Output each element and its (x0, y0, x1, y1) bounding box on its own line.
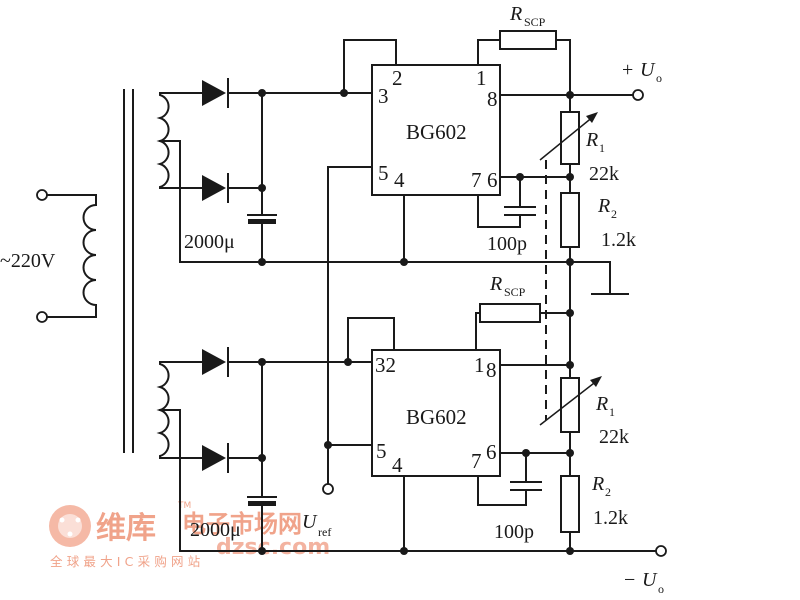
ic-2-pin2-loop (347, 317, 395, 363)
ic-2-pin32: 32 (375, 353, 396, 377)
r2-1-resistor-icon (560, 192, 580, 248)
ic-1-body (371, 64, 501, 196)
r1-1-label: R (585, 129, 598, 151)
primary-lead-top (46, 194, 97, 206)
source-label: ~220V (0, 250, 56, 272)
regulator-2: BG602 32 1 8 5 4 7 6 R SCP R 1 22k (261, 273, 629, 552)
ac-input: ~220V (0, 189, 98, 323)
r1-2-label: R (595, 393, 608, 415)
watermark-tm: TM (177, 501, 191, 511)
rscp-2-resistor-icon (479, 303, 541, 323)
ic-1-pin6: 6 (487, 168, 498, 192)
r2-2-label: R (591, 473, 604, 495)
output-neg-sign: − (624, 569, 635, 591)
watermark-slogan: 全球最大IC采购网站 (50, 554, 204, 569)
diode-1a-icon (177, 78, 263, 108)
r2-1-label: R (597, 195, 610, 217)
uref-terminal (322, 483, 334, 495)
filter-capacitor-1-label: 2000μ (184, 231, 235, 253)
ic-1-pin2-loop (343, 39, 397, 94)
r1-1-value: 22k (589, 163, 619, 185)
ic-2-pin4: 4 (392, 453, 403, 477)
output-neg-terminal (655, 545, 667, 557)
r2-2-value: 1.2k (593, 507, 628, 529)
center-tap-1 (159, 140, 181, 263)
secondary-coil-2 (156, 361, 181, 552)
ac-terminal-top (36, 189, 48, 201)
rscp-2-label: R (489, 273, 502, 295)
output-pos-label: U (640, 59, 656, 81)
watermark-brand: 维库 (96, 511, 156, 546)
uref-wire (327, 166, 373, 485)
common-rail-upper (179, 261, 611, 293)
diode-2b-icon (177, 443, 263, 473)
cap-100p-2-label: 100p (494, 521, 534, 543)
rscp-1-resistor-icon (499, 30, 557, 50)
output-neg-label: U (642, 569, 658, 591)
center-tap-2 (159, 409, 181, 552)
diode-1b-icon (177, 173, 263, 203)
regulator-1: BG602 3 2 1 8 5 4 7 6 R SCP + U o R 1 22… (261, 3, 662, 311)
watermark-logo-icon (49, 505, 91, 547)
ic-1-pin1: 1 (476, 66, 487, 90)
watermark: 维库 电子市场网 dzsc.com 全球最大IC采购网站 TM (49, 501, 330, 569)
watermark-site: 电子市场网 (182, 510, 302, 538)
r1-2-variable-resistor-icon (560, 377, 580, 433)
ic-1-pin2: 2 (392, 66, 403, 90)
primary-coil-icon (82, 203, 98, 307)
ic-1-pin3: 3 (378, 84, 389, 108)
rscp-1-label: R (509, 3, 522, 25)
filter-capacitor-2-icon (247, 457, 277, 552)
filter-capacitor-2-label: 2000μ (190, 519, 241, 541)
ic-2-pin1: 1 (474, 353, 485, 377)
ic-2-pin5: 5 (376, 439, 387, 463)
r2-1-label-sub: 2 (611, 207, 617, 221)
filter-capacitor-1-icon (247, 187, 277, 263)
ic-1-pin7: 7 (471, 168, 482, 192)
r1-2-label-sub: 1 (609, 405, 615, 419)
ic-2-pin6: 6 (486, 440, 497, 464)
ic-2-pin7: 7 (471, 449, 482, 473)
ic-1-name: BG602 (406, 120, 467, 144)
diode-2a-icon (177, 347, 263, 377)
uref-label-sub: ref (318, 525, 331, 539)
output-pos-sign: + (622, 59, 633, 81)
ic-2-pin8: 8 (486, 358, 497, 382)
r1-2-value: 22k (599, 426, 629, 448)
r1-1-label-sub: 1 (599, 141, 605, 155)
r2-2-label-sub: 2 (605, 485, 611, 499)
r2-1-value: 1.2k (601, 229, 636, 251)
rscp-1-label-sub: SCP (524, 15, 546, 29)
ac-terminal-bottom (36, 311, 48, 323)
ic-2-body (371, 349, 501, 477)
output-pos-terminal (632, 89, 644, 101)
ic-1-pin4: 4 (394, 168, 405, 192)
ic-1-pin5: 5 (378, 161, 389, 185)
output-neg-label-sub: o (658, 582, 664, 596)
ic-2-name: BG602 (406, 405, 467, 429)
r1-1-variable-resistor-icon (560, 111, 580, 165)
secondary-coil-1 (156, 92, 181, 263)
rscp-2-label-sub: SCP (504, 285, 526, 299)
ic-1-pin8: 8 (487, 87, 498, 111)
transformer-core-icon (123, 89, 134, 453)
primary-lead-bottom (46, 306, 97, 318)
cap-100p-1-label: 100p (487, 233, 527, 255)
r2-2-resistor-icon (560, 475, 580, 533)
uref-label: U (302, 511, 318, 533)
output-pos-label-sub: o (656, 71, 662, 85)
watermark-url: dzsc.com (216, 535, 330, 560)
